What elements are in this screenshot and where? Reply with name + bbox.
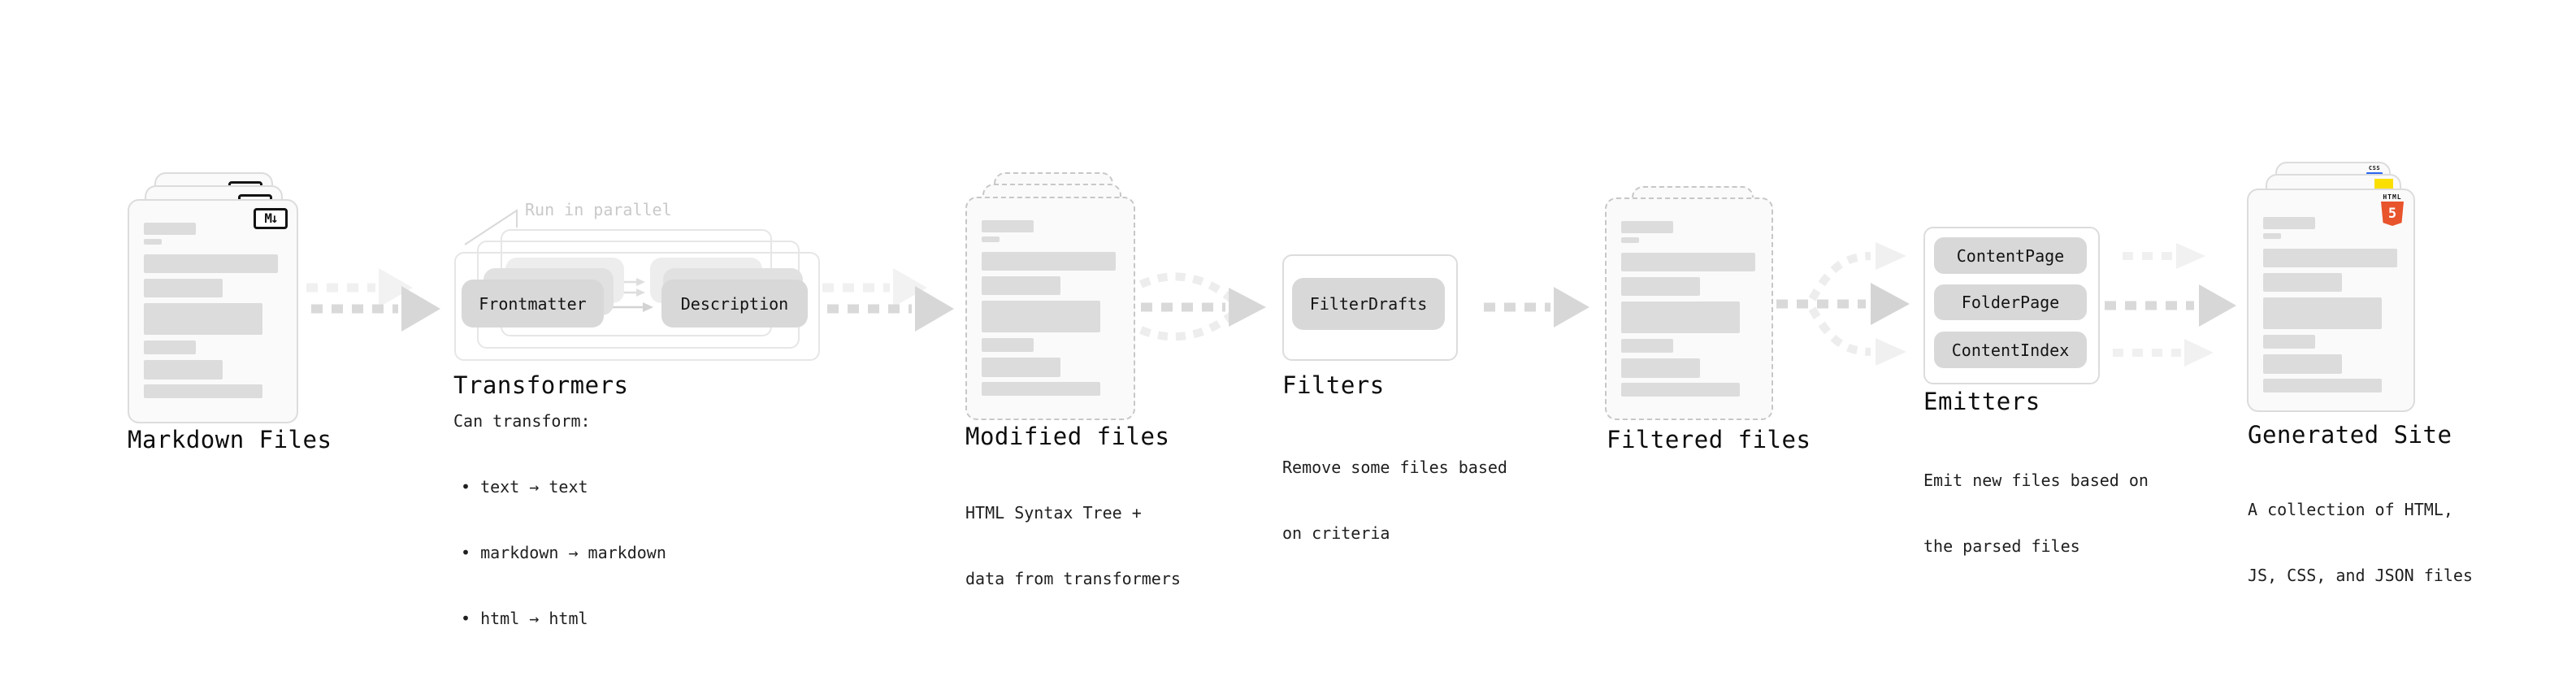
arrow-filtered-to-emitters-diverge (1776, 242, 1910, 366)
arrow-filters-to-filtered (1484, 287, 1589, 327)
frontmatter-node: Frontmatter (462, 280, 604, 327)
arrow-transformers-to-modified (822, 268, 954, 332)
run-in-parallel-note: Run in parallel (525, 200, 672, 219)
filterdrafts-node: FilterDrafts (1292, 278, 1445, 330)
generated-site-label: Generated Site (2248, 421, 2452, 449)
desc-line: the parsed files (1923, 536, 2080, 556)
document-skeleton-lines (144, 223, 278, 398)
filtered-file-card (1605, 197, 1773, 420)
document-skeleton-lines (982, 220, 1116, 396)
transformers-label: Transformers (453, 371, 629, 399)
filters-desc: Remove some files based on criteria (1282, 413, 1507, 588)
html5-icon-number: 5 (2387, 206, 2397, 222)
arrow-markdown-to-transformers (306, 268, 440, 332)
folderpage-node: FolderPage (1934, 284, 2087, 320)
js-icon (2374, 179, 2393, 189)
desc-line: Remove some files based (1282, 458, 1507, 477)
desc-line: JS, CSS, and JSON files (2248, 566, 2473, 585)
document-skeleton-lines (2263, 217, 2397, 393)
desc-line: data from transformers (965, 569, 1181, 588)
css-icon: CSS (2366, 165, 2383, 175)
desc-line: on criteria (1282, 523, 1390, 543)
html5-icon: HTML 5 (2379, 193, 2406, 226)
filters-label: Filters (1282, 371, 1385, 399)
generated-site-desc: A collection of HTML, JS, CSS, and JSON … (2248, 455, 2473, 631)
emitters-desc: Emit new files based on the parsed files (1923, 426, 2149, 601)
filtered-files-label: Filtered files (1607, 426, 1811, 453)
modified-files-label: Modified files (965, 423, 1170, 450)
bullet-item: • text → text (461, 477, 588, 497)
contentpage-node: ContentPage (1934, 237, 2087, 274)
document-skeleton-lines (1621, 221, 1755, 397)
transformers-bullets: • text → text • markdown → markdown • ht… (461, 432, 666, 674)
css-icon-underline (2366, 172, 2383, 175)
description-node: Description (661, 280, 808, 327)
html5-icon-caption: HTML (2383, 193, 2402, 201)
css-icon-text: CSS (2368, 165, 2381, 171)
arrow-modified-to-filters-merge (1138, 272, 1266, 341)
transformer-container-front (454, 252, 820, 361)
bullet-item: • markdown → markdown (461, 543, 666, 562)
desc-line: Emit new files based on (1923, 471, 2149, 490)
run-in-parallel-callout-line (464, 209, 518, 245)
contentindex-node: ContentIndex (1934, 332, 2087, 368)
markdown-file-card: M↓ (128, 199, 298, 423)
generated-file-card-html: HTML 5 (2247, 189, 2415, 412)
bullet-item: • html → html (461, 609, 588, 628)
arrow-emitters-to-generated (2105, 243, 2236, 367)
modified-files-desc: HTML Syntax Tree + data from transformer… (965, 458, 1181, 634)
transformer-step-arrows (609, 278, 653, 312)
markdown-icon: M↓ (254, 208, 288, 229)
html5-icon-shield: 5 (2381, 202, 2404, 226)
emitters-label: Emitters (1923, 388, 2040, 415)
modified-file-card (965, 197, 1135, 420)
desc-line: HTML Syntax Tree + (965, 503, 1142, 523)
markdown-files-label: Markdown Files (128, 426, 332, 453)
desc-line: A collection of HTML, (2248, 500, 2453, 519)
transformers-desc-title: Can transform: (453, 411, 591, 431)
